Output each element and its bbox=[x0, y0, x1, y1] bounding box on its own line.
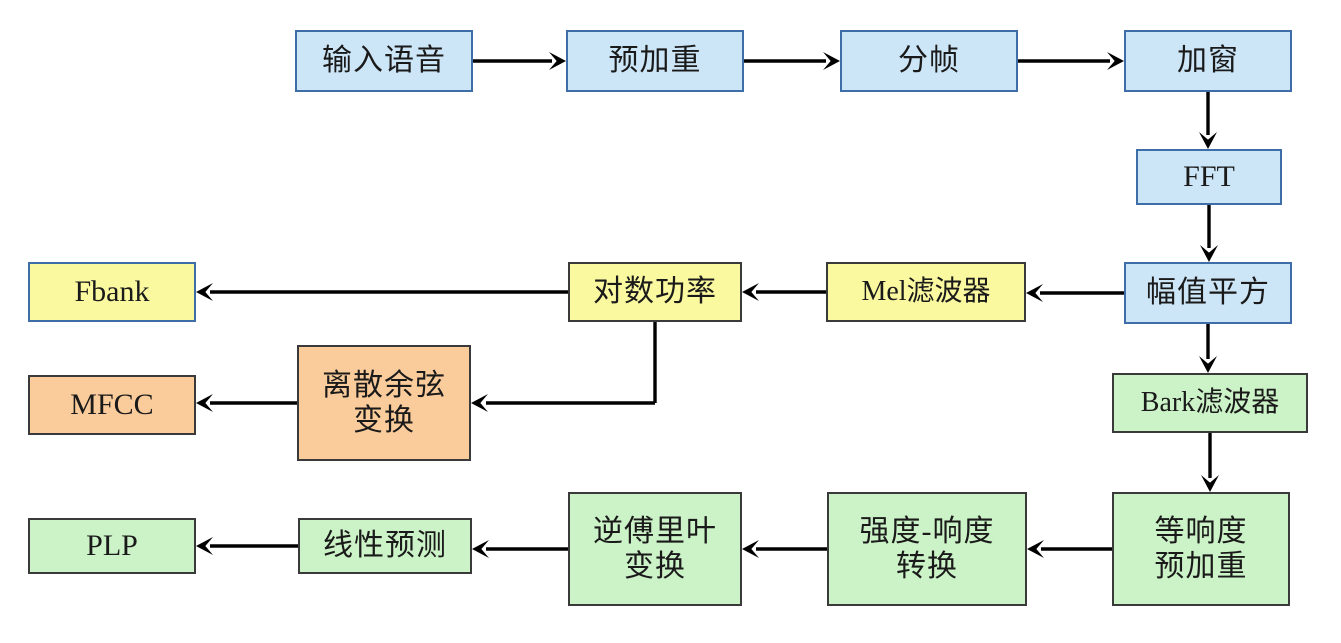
connector-e-mag-bark bbox=[1199, 324, 1217, 373]
connector-e-ifft-lp bbox=[472, 540, 568, 558]
node-plp: PLP bbox=[28, 518, 196, 574]
connector-e-framing-window bbox=[1018, 52, 1124, 70]
node-equal_loudness: 等响度 预加重 bbox=[1112, 492, 1290, 606]
connector-e-log-dct bbox=[471, 322, 657, 412]
node-pre_emphasis: 预加重 bbox=[566, 30, 744, 92]
node-magnitude_sq: 幅值平方 bbox=[1124, 262, 1292, 324]
connector-e-log-fbank bbox=[196, 283, 568, 301]
connector-e-fft-mag bbox=[1200, 205, 1218, 262]
node-framing: 分帧 bbox=[840, 30, 1018, 92]
connector-e-bark-equal bbox=[1201, 433, 1219, 492]
node-input_speech: 输入语音 bbox=[295, 30, 473, 92]
node-intensity_loudness: 强度-响度 转换 bbox=[827, 492, 1027, 606]
node-fbank: Fbank bbox=[28, 262, 196, 322]
connector-e-mel-log bbox=[742, 283, 826, 301]
connector-e-intensity-ifft bbox=[742, 540, 827, 558]
node-dct: 离散余弦 变换 bbox=[297, 345, 471, 461]
node-windowing: 加窗 bbox=[1124, 30, 1292, 92]
node-fft: FFT bbox=[1136, 149, 1282, 205]
node-mel_filter: Mel滤波器 bbox=[826, 262, 1026, 322]
connector-e-pre-framing bbox=[744, 52, 840, 70]
node-linear_predict: 线性预测 bbox=[298, 518, 472, 574]
node-mfcc: MFCC bbox=[28, 375, 196, 435]
connector-e-dct-mfcc bbox=[196, 394, 297, 412]
connector-e-window-fft bbox=[1199, 92, 1217, 149]
node-bark_filter: Bark滤波器 bbox=[1112, 373, 1308, 433]
connector-e-mag-mel bbox=[1026, 284, 1124, 302]
connector-e-input-pre bbox=[473, 52, 566, 70]
node-log_power: 对数功率 bbox=[568, 262, 742, 322]
connector-e-lp-plp bbox=[196, 537, 298, 555]
node-inverse_fourier: 逆傅里叶 变换 bbox=[568, 492, 742, 606]
connector-e-equal-intensity bbox=[1027, 540, 1112, 558]
